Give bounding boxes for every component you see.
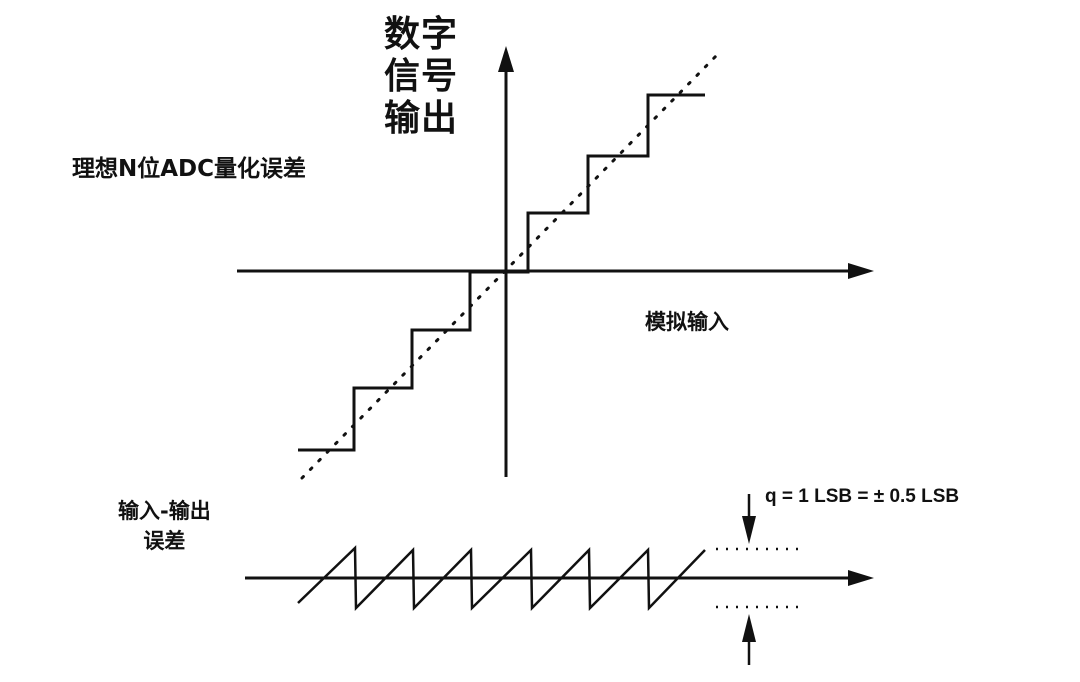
x-axis-arrow-icon [848, 263, 874, 279]
error-label-line-1: 输入-输出 [118, 499, 211, 523]
error-axis-arrow-icon [848, 570, 874, 586]
quantization-annotation: q = 1 LSB = ± 0.5 LSB [765, 486, 960, 507]
y-axis [498, 46, 514, 477]
diagram-title: 理想N位ADC量化误差 [72, 156, 307, 182]
x-axis-label: 模拟输入 [645, 310, 729, 334]
sawtooth-error [297, 545, 706, 612]
staircase-transfer-function [298, 93, 705, 452]
error-label: 输入-输出 误差 [118, 496, 211, 556]
y-axis-arrow-icon [498, 46, 514, 72]
error-axis [245, 570, 874, 586]
y-axis-label-line-1: 数字 [384, 14, 459, 55]
y-axis-label-line-3: 输出 [384, 98, 459, 139]
error-label-line-2: 误差 [143, 529, 186, 553]
up-arrow-icon [742, 614, 756, 665]
y-axis-label-line-2: 信号 [384, 56, 459, 97]
ideal-transfer-line [300, 54, 718, 480]
down-arrow-icon [742, 494, 756, 544]
y-axis-label: 数字 信号 输出 [384, 14, 458, 140]
x-axis [237, 263, 874, 279]
